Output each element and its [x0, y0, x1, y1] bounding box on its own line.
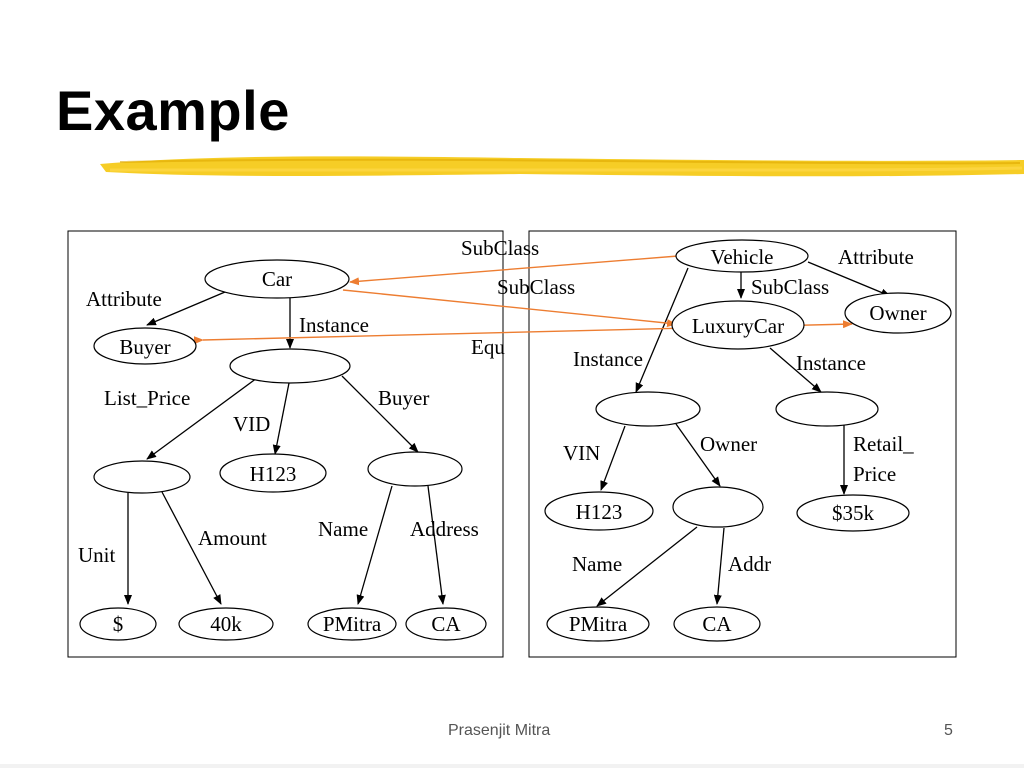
mapping-label-equ: Equ: [471, 335, 505, 359]
node-35k-label: $35k: [832, 501, 875, 525]
edge-label-vin: VIN: [563, 441, 600, 465]
edge-instance-h123: [272, 382, 290, 455]
edge-label-name-right: Name: [572, 552, 622, 576]
edge-label-name: Name: [318, 517, 368, 541]
node-buyer: [93, 327, 197, 365]
bottom-rule: [0, 764, 1024, 768]
node-dollar-label: $: [113, 612, 124, 636]
node-pmitra: [307, 607, 397, 641]
node-pmitra-right: [546, 606, 650, 642]
left-graph-frame: [67, 230, 504, 658]
slide-title: Example: [56, 79, 290, 142]
node-car-label: Car: [262, 267, 292, 291]
edge-label-amount: Amount: [198, 526, 267, 550]
edge-instance-buyer: [341, 375, 419, 453]
edge-owner-pmitra: [596, 526, 698, 607]
edge-vehicle-owner: [807, 261, 891, 297]
edge-label-unit: Unit: [78, 543, 116, 567]
node-ca: [405, 607, 487, 641]
node-ca-label: CA: [431, 612, 461, 636]
node-luxurycar: [671, 300, 805, 350]
edge-buyer-ca: [427, 485, 446, 605]
edge-label-retail-line1: Retail_: [853, 432, 914, 456]
edge-label-address: Address: [410, 517, 479, 541]
title-underline: [100, 156, 1024, 177]
edge-label-vid: VID: [233, 412, 270, 436]
right-graph-frame: [528, 230, 957, 658]
node-35k: [796, 494, 910, 532]
edge-label-instance-left: Instance: [573, 347, 643, 371]
edge-price-40k: [161, 491, 222, 605]
node-ca-right-label: CA: [702, 612, 732, 636]
edge-instance-h123: [600, 425, 626, 491]
node-40k-label: 40k: [210, 612, 242, 636]
node-h123: [219, 453, 327, 493]
edge-label-list-price: List_Price: [104, 386, 190, 410]
node-price: [93, 460, 191, 494]
edge-label-retail-line2: Price: [853, 462, 896, 486]
node-h123-right-label: H123: [576, 500, 623, 524]
node-vehicle-label: Vehicle: [711, 245, 774, 269]
edge-buyer-pmitra: [356, 485, 393, 605]
node-owner-label: Owner: [869, 301, 926, 325]
node-pmitra-label: PMitra: [323, 612, 382, 636]
edge-label-buyer: Buyer: [378, 386, 429, 410]
edge-label-instance: Instance: [299, 313, 369, 337]
mapping-vehicle-car: [349, 255, 679, 286]
edge-car-buyer: [146, 291, 226, 326]
node-instance-right: [595, 391, 701, 427]
mapping-label-subclass-mid: SubClass: [497, 275, 575, 299]
edge-luxurycar-retail: [769, 347, 822, 393]
footer-author: Prasenjit Mitra: [448, 722, 551, 739]
edge-owner-ca: [713, 527, 725, 605]
edge-instance-price: [146, 377, 258, 460]
node-ca-right: [673, 606, 761, 642]
node-vehicle: [675, 239, 809, 273]
node-retail: [775, 391, 879, 427]
edge-instance-owner: [675, 423, 721, 487]
edge-label-attribute-right: Attribute: [838, 245, 914, 269]
edge-label-addr: Addr: [728, 552, 771, 576]
edge-label-owner: Owner: [700, 432, 757, 456]
edge-label-subclass-right: SubClass: [751, 275, 829, 299]
node-owner-instance: [672, 486, 764, 528]
node-car: [204, 259, 350, 299]
node-pmitra-right-label: PMitra: [569, 612, 628, 636]
node-luxurycar-label: LuxuryCar: [692, 314, 784, 338]
node-40k: [178, 607, 274, 641]
node-instance: [229, 348, 351, 384]
edge-label-attribute: Attribute: [86, 287, 162, 311]
node-buyer-instance: [367, 451, 463, 487]
mapping-label-subclass-top: SubClass: [461, 236, 539, 260]
node-h123-right: [544, 491, 654, 531]
edge-label-instance-right: Instance: [796, 351, 866, 375]
node-h123-label: H123: [250, 462, 297, 486]
node-dollar: [79, 607, 157, 641]
node-owner: [844, 292, 952, 334]
node-buyer-label: Buyer: [119, 335, 170, 359]
page-number: 5: [944, 722, 953, 739]
mapping-car-luxurycar: [342, 289, 677, 328]
